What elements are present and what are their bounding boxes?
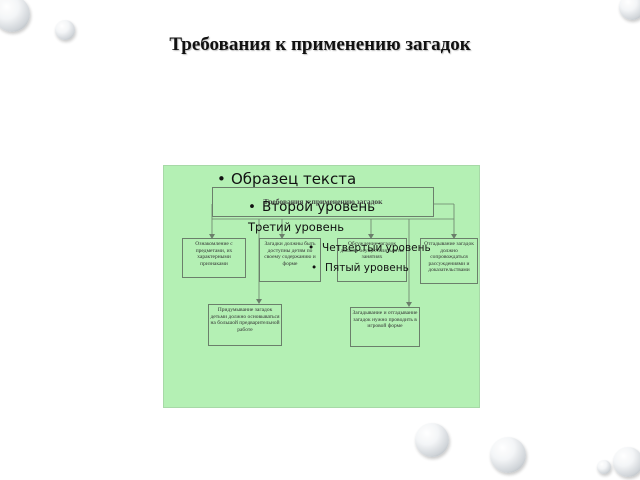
diagram-node: Отгадывание загадок должно сопровождатьс…	[420, 238, 478, 284]
water-drop-decoration	[619, 0, 640, 20]
diagram-connectors	[209, 203, 457, 307]
placeholder-level-4: Четвертый уровень	[308, 242, 431, 254]
water-drop-decoration	[0, 0, 30, 32]
water-drop-decoration	[613, 447, 640, 477]
diagram-node: Ознакомление с предметами, их характерны…	[182, 238, 246, 278]
water-drop-decoration	[597, 460, 611, 474]
diagram-node: Загадки должны быть доступны детям по св…	[259, 238, 321, 282]
diagram-node: Загадывание и отгадывание загадок нужно …	[350, 307, 420, 347]
water-drop-decoration	[415, 423, 449, 457]
placeholder-level-2: Второй уровень	[248, 199, 375, 215]
water-drop-decoration	[55, 20, 75, 40]
slide-title: Требования к применению загадок	[169, 34, 471, 55]
water-drop-decoration	[490, 437, 526, 473]
placeholder-level-3: Третий уровень	[248, 220, 344, 234]
diagram-image: Требования к применению загадок Ознакомл…	[163, 165, 480, 408]
diagram-node: Придумывание загадок детьми должно основ…	[208, 304, 282, 346]
placeholder-level-5: Пятый уровень	[311, 262, 409, 274]
placeholder-level-1: Образец текста	[217, 170, 356, 188]
